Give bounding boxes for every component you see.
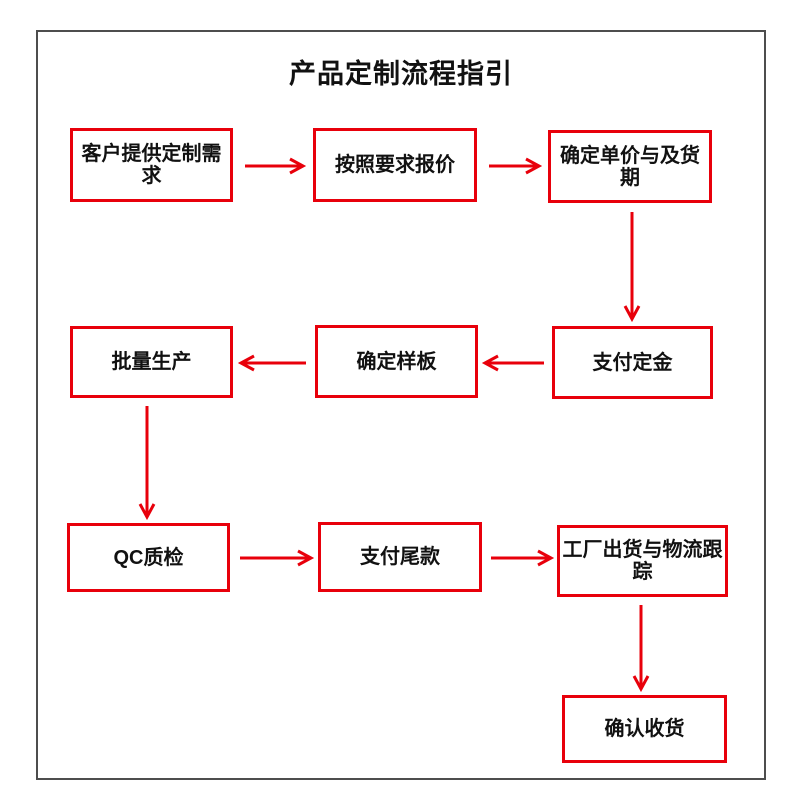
flow-node-label: 支付定金: [592, 351, 673, 374]
flow-node-pay-balance: 支付尾款: [318, 522, 482, 592]
flow-node-label: 工厂出货与物流跟踪: [562, 539, 723, 583]
flow-node-confirm-sample: 确定样板: [315, 325, 478, 398]
flow-node-factory-shipping: 工厂出货与物流跟踪: [557, 525, 728, 597]
flow-node-pay-deposit: 支付定金: [552, 326, 713, 399]
flow-node-label: 按照要求报价: [335, 154, 455, 176]
flow-node-batch-production: 批量生产: [70, 326, 233, 398]
flow-node-label: 批量生产: [111, 351, 192, 373]
flow-node-qc-inspection: QC质检: [67, 523, 230, 592]
flow-node-confirm-price-delivery: 确定单价与及货期: [548, 130, 712, 203]
diagram-title: 产品定制流程指引: [289, 59, 513, 89]
flow-node-customer-requirements: 客户提供定制需求: [70, 128, 233, 202]
flow-node-label: QC质检: [113, 546, 184, 569]
flow-node-label: 确定样板: [356, 350, 437, 373]
flow-node-label: 客户提供定制需求: [81, 143, 222, 187]
flow-node-confirm-receipt: 确认收货: [562, 695, 727, 763]
flow-node-quote: 按照要求报价: [313, 128, 477, 202]
flow-node-label: 确认收货: [604, 718, 685, 740]
flow-node-label: 支付尾款: [360, 546, 440, 568]
flow-node-label: 确定单价与及货期: [560, 144, 700, 189]
